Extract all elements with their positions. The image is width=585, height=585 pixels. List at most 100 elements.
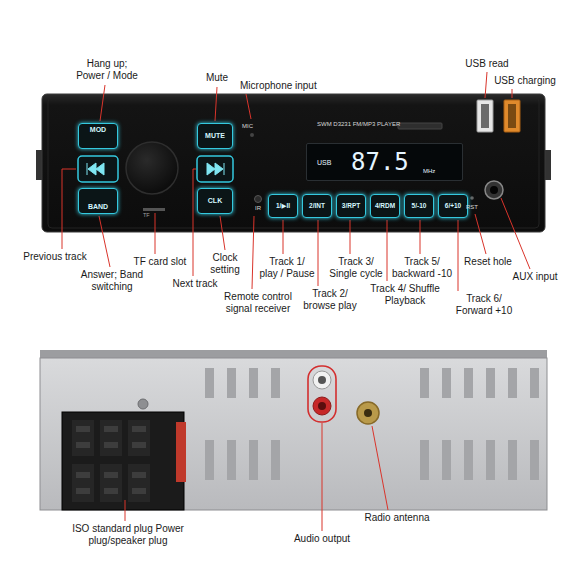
rear-chassis [40, 350, 547, 510]
callout-label: Track 3/ Single cycle [326, 256, 386, 280]
leader-line [246, 94, 251, 119]
panel-marking: IR [255, 205, 261, 212]
callout-label: Audio output [294, 533, 350, 545]
next-icon [207, 163, 224, 175]
callout-label: Hang up; Power / Mode [74, 58, 140, 82]
button-label: 3/RPT [342, 202, 360, 209]
aux-jack [485, 181, 503, 199]
leader-line [322, 423, 323, 531]
ir-window [255, 196, 262, 203]
leader-line [485, 72, 487, 98]
usb-port [477, 100, 493, 132]
panel-marking: MIC [242, 123, 253, 130]
button-label: 1/▶II [276, 202, 290, 209]
leader-line [62, 169, 76, 249]
vents [205, 368, 539, 480]
callout-label: Track 2/ browse play [299, 288, 361, 312]
leader-line [220, 216, 225, 250]
panel-marking: RST [466, 204, 478, 211]
control-button: 3/RPT [336, 194, 366, 218]
callout-label: Microphone input [240, 80, 317, 92]
callout-label: Reset hole [464, 256, 512, 268]
leader-line [125, 500, 126, 521]
leader-line [372, 426, 388, 510]
connector-latch [176, 422, 186, 482]
tf-slot [143, 208, 165, 211]
aux-jack-hole [490, 186, 498, 194]
button-label: 5/-10 [412, 202, 427, 209]
callout-label: ISO standard plug Power plug/speaker plu… [68, 523, 188, 547]
lcd-display: USB87.5MHz [306, 143, 463, 181]
usb-port-slot [481, 104, 489, 128]
control-button: 1/▶II [268, 194, 298, 218]
prev-button [78, 156, 118, 182]
display-text: MHz [423, 168, 435, 174]
button-label: 6/+10 [445, 202, 461, 209]
volume-knob [126, 142, 178, 194]
control-button: 2/INT [302, 194, 332, 218]
button-label: 4/RDM [375, 202, 395, 209]
screw [138, 399, 148, 409]
rca-jack-hole [318, 402, 326, 410]
leader-line [252, 216, 254, 289]
chassis-back [40, 358, 547, 510]
control-button: 6/+10 [438, 194, 468, 218]
callout-label: Next track [172, 278, 217, 290]
leader-line [215, 87, 217, 121]
control-button: 4/RDM [370, 194, 400, 218]
rca-jack-hole [318, 376, 326, 384]
button-label: 2/INT [309, 202, 325, 209]
leader-line [420, 220, 421, 254]
leader-line [100, 85, 105, 121]
button-label: CLK [208, 197, 222, 205]
callout-label: AUX input [512, 271, 557, 283]
rca-jack-white [313, 371, 331, 389]
leader-line [99, 216, 110, 267]
control-button: MOD [78, 123, 118, 149]
display-text: USB [317, 159, 331, 166]
mic-hole [250, 133, 254, 137]
callout-label: Track 1/ play / Pause [259, 256, 315, 280]
antenna-socket-hole [364, 409, 372, 417]
prev-icon [87, 163, 104, 175]
next-button [197, 156, 233, 182]
highlight-ring [308, 366, 336, 422]
callout-label: Track 4/ Shuffle Playback [360, 283, 450, 307]
button-label: BAND [88, 203, 108, 211]
callout-label: USB read [465, 58, 508, 70]
leader-line [318, 220, 319, 286]
front-panel [36, 94, 551, 232]
usb-port-slot [508, 104, 516, 128]
leader-lines [62, 72, 530, 531]
card-slot [398, 123, 442, 129]
button-label: MUTE [205, 132, 225, 140]
model-marking: SWM D3231 FM/MP3 PLAYER [317, 121, 400, 128]
iso-connector [62, 412, 184, 510]
button-label: MOD [90, 126, 106, 134]
leader-line [155, 213, 156, 254]
reset-hole [470, 196, 474, 200]
callout-label: Track 6/ Forward +10 [451, 293, 517, 317]
control-button: 5/-10 [404, 194, 434, 218]
callout-label: TF card slot [134, 256, 187, 268]
leader-line [512, 89, 513, 98]
rca-jack-red [313, 397, 331, 415]
leader-line [193, 169, 196, 276]
control-button: BAND [78, 188, 118, 214]
callout-label: Remote control signal receiver [210, 291, 306, 315]
control-button: CLK [197, 188, 233, 214]
callout-label: Track 5/ backward -10 [389, 256, 455, 280]
leader-line [458, 220, 459, 291]
panel-marking: TF [143, 212, 150, 218]
leader-line [387, 220, 388, 281]
antenna-socket [357, 402, 379, 424]
leader-line [350, 220, 351, 254]
callout-label: Radio antenna [364, 512, 429, 524]
callout-label: Clock setting [200, 252, 250, 276]
leader-line [475, 214, 486, 254]
callout-label: Previous track [23, 251, 86, 263]
control-button: MUTE [197, 123, 233, 149]
usb-charge-port [504, 100, 520, 132]
callout-label: Answer; Band switching [71, 269, 153, 293]
leader-line [283, 220, 284, 254]
